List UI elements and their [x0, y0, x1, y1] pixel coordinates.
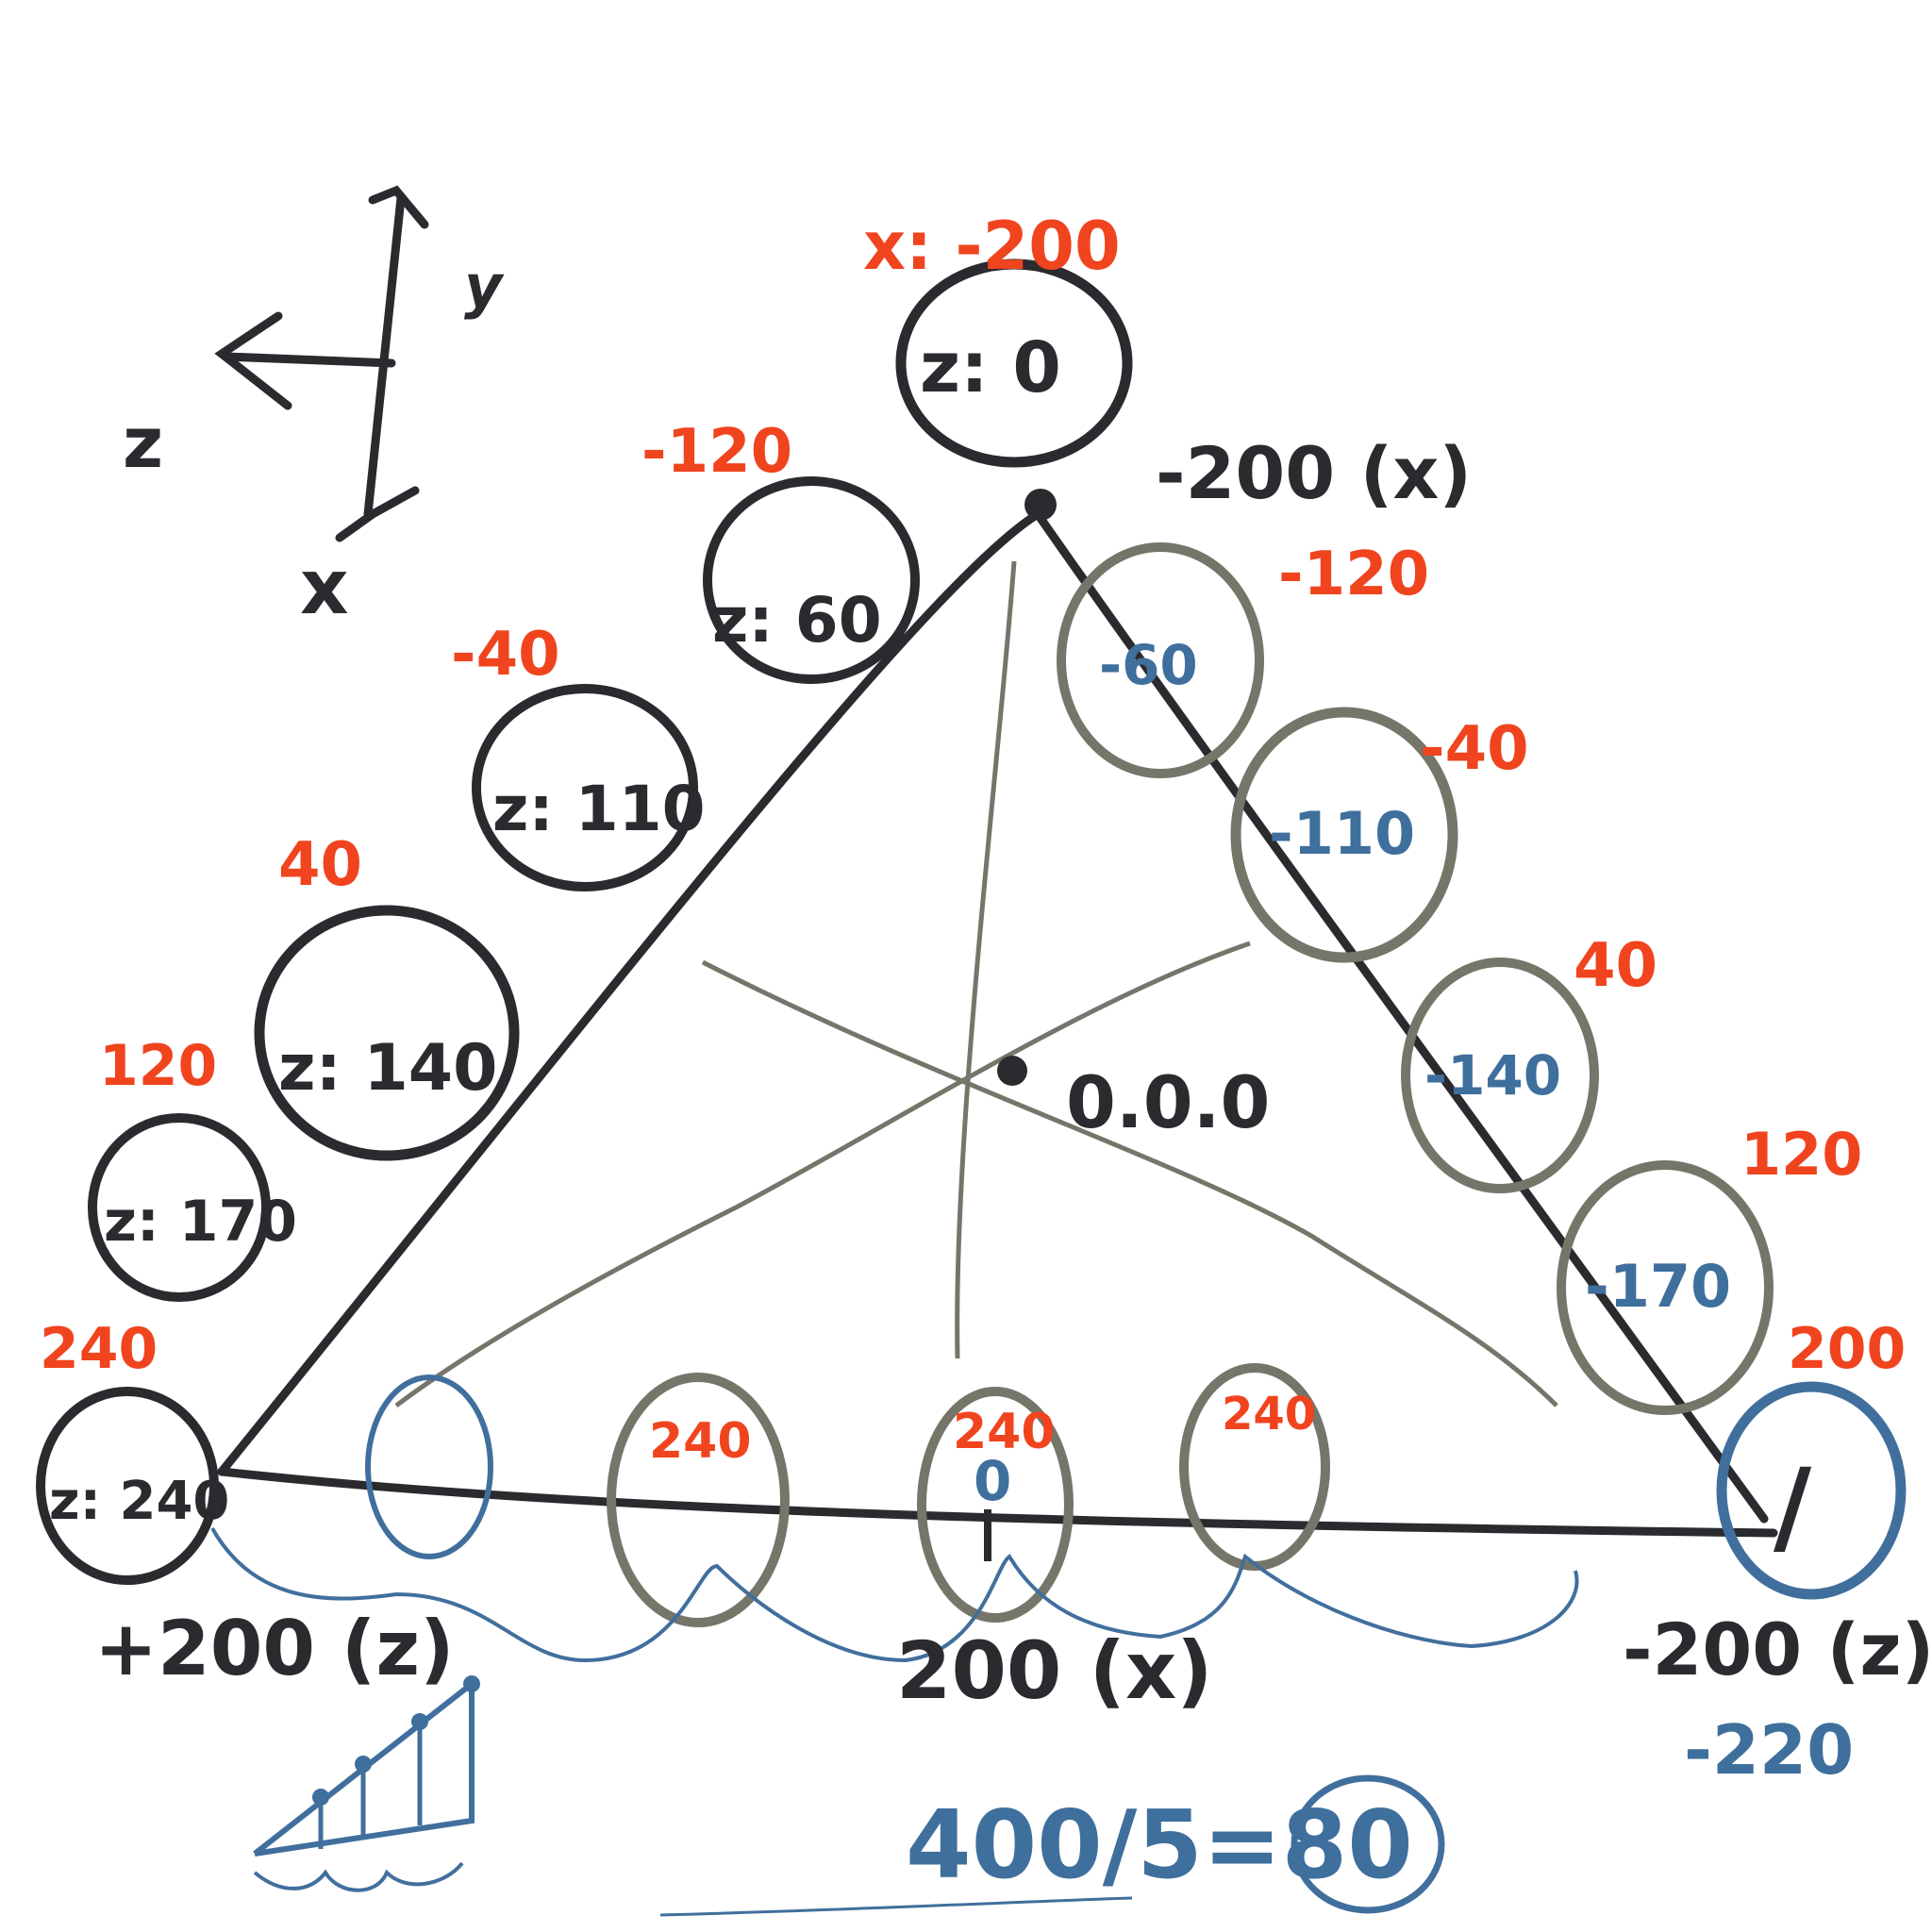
- left-node: 240 z: 240: [36, 1316, 229, 1585]
- left-node: 120 z: 170: [88, 1033, 297, 1302]
- right-edge: [1033, 509, 1769, 1524]
- staircase-sketch: [253, 1675, 480, 1892]
- right-node-z-label: /: [1774, 1446, 1812, 1567]
- right-node-z-label: -140: [1424, 1043, 1561, 1108]
- right-node-x-label: 40: [1574, 931, 1657, 1001]
- right-node-z-label: -170: [1585, 1252, 1731, 1321]
- median-lines: [394, 560, 1558, 1408]
- right-node-x-label: 200: [1788, 1316, 1906, 1382]
- right-node: -120 -60: [1057, 540, 1429, 778]
- y-arrow-head-icon: [368, 185, 429, 229]
- axis-z-line: [222, 352, 396, 368]
- right-edge-nodes: -120 -60 -40 -110 40 -140 120 -170 200 /: [1057, 540, 1907, 1600]
- left-node-z-label: z: 240: [49, 1471, 229, 1532]
- left-node-x-label: 240: [40, 1316, 158, 1382]
- left-node-x-label: -40: [451, 620, 560, 690]
- corner-sub-label-bottom-right: -220: [1684, 1710, 1854, 1790]
- top-side-label: -200 (x): [1156, 431, 1472, 515]
- left-node-x-label: -120: [641, 417, 792, 487]
- bottom-node: 240 0: [917, 1387, 1074, 1623]
- axis-label-z: z: [123, 403, 163, 484]
- axis-label-x: x: [300, 543, 349, 631]
- x-arrow-head-icon: [335, 486, 420, 542]
- left-edge: [217, 509, 1042, 1476]
- right-diagonal-median: [701, 959, 1558, 1407]
- bottom-node-label: 240: [649, 1413, 752, 1470]
- left-node: 40 z: 140: [254, 830, 520, 1161]
- left-node: -40 z: 110: [451, 620, 706, 891]
- formula-underline: [659, 1896, 1133, 1917]
- bottom-node-value: 0: [974, 1449, 1011, 1513]
- main-triangle: [217, 489, 1778, 1538]
- vertical-median: [955, 560, 1017, 1359]
- bottom-node: 240: [1179, 1363, 1330, 1571]
- left-node-z-label: z: 170: [104, 1189, 297, 1255]
- right-node-x-label: -40: [1420, 714, 1529, 784]
- left-node-z-label: z: 140: [278, 1031, 497, 1106]
- right-node: 200 /: [1716, 1316, 1907, 1600]
- bottom-node-label: 240: [1222, 1388, 1316, 1441]
- corner-label-bottom-left: +200 (z): [94, 1605, 455, 1692]
- right-node-x-label: 120: [1740, 1120, 1862, 1189]
- top-vertex-point: [1024, 489, 1057, 521]
- bottom-node-label: 240: [953, 1404, 1056, 1460]
- right-node: 40 -140: [1401, 931, 1657, 1193]
- corner-label-bottom-mid: 200 (x): [896, 1624, 1213, 1717]
- right-node-x-label: -120: [1278, 540, 1429, 609]
- formula-answer-circle: [1291, 1774, 1445, 1914]
- top-x-label: x: -200: [863, 208, 1121, 285]
- axis-y-x-line: [363, 193, 406, 519]
- right-node: -40 -110: [1230, 707, 1529, 963]
- right-node-z-label: -110: [1269, 799, 1415, 868]
- axis-legend: y z x: [123, 185, 505, 631]
- left-node-x-label: 120: [99, 1033, 217, 1099]
- axis-label-y: y: [464, 252, 505, 321]
- node-circle: [895, 258, 1133, 468]
- left-edge-nodes: -120 z: 60 -40 z: 110 40 z: 140 120 z: 1…: [36, 417, 920, 1585]
- left-node: -120 z: 60: [641, 417, 920, 684]
- top-z-label: z: 0: [920, 327, 1061, 408]
- origin-label: 0.0.0: [1066, 1060, 1270, 1144]
- left-diagonal-median: [394, 941, 1251, 1408]
- left-node-z-label: z: 110: [492, 773, 706, 845]
- bottom-edge: [217, 1467, 1778, 1538]
- formula-group: 400/5=80: [659, 1774, 1445, 1917]
- right-node: 120 -170: [1557, 1120, 1862, 1415]
- origin-point: [997, 1056, 1027, 1086]
- left-node-z-label: z: 60: [712, 584, 882, 657]
- corner-label-bottom-right: -200 (z): [1623, 1607, 1932, 1691]
- left-node-x-label: 40: [278, 830, 362, 900]
- bottom-node: 240: [607, 1373, 790, 1627]
- top-vertex-node: x: -200 z: 0 -200 (x): [863, 208, 1472, 515]
- bottom-wave-curve: [210, 1527, 1579, 1663]
- formula-text: 400/5=80: [906, 1790, 1413, 1900]
- right-node-z-label: -60: [1099, 633, 1198, 697]
- bottom-blue-node: [365, 1374, 493, 1559]
- z-arrow-head-icon: [214, 311, 292, 410]
